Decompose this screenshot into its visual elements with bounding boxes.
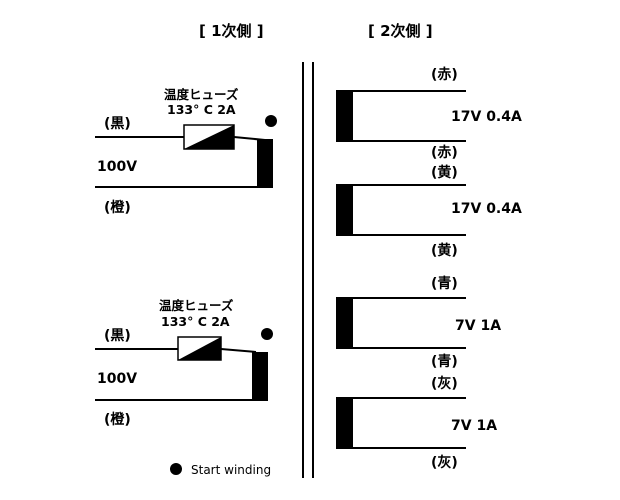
secondary-1-rating: 17V 0.4A (451, 109, 522, 125)
secondary-winding-3-block (336, 297, 353, 349)
secondary-2-wire-top-label: (黄) (431, 165, 458, 181)
secondary-3-wire-top-label: (青) (431, 276, 458, 292)
secondary-1-wire-top-label: (赤) (431, 67, 458, 83)
primary-1-wire-bottom-label: (橙) (104, 200, 131, 216)
secondary-winding-4 (336, 397, 466, 449)
primary-2-wire-top-label: (黒) (104, 328, 131, 344)
secondary-winding-1-block (336, 90, 353, 142)
secondary-winding-2-block (336, 184, 353, 236)
thermal-fuse-1-fill (184, 125, 234, 149)
start-winding-dot-1 (265, 115, 277, 127)
secondary-winding-2 (336, 184, 466, 236)
secondary-4-wire-top-label: (灰) (431, 376, 458, 392)
secondary-side-header: [ 2次側 ] (368, 22, 433, 40)
secondary-4-wire-bottom-label: (灰) (431, 455, 458, 471)
primary-unit-2 (95, 328, 273, 401)
secondary-winding-4-block (336, 397, 353, 449)
secondary-winding-3 (336, 297, 466, 349)
legend-start-winding-label: Start winding (191, 463, 272, 477)
secondary-3-wire-bottom-label: (青) (431, 354, 458, 370)
primary-unit-1 (95, 115, 277, 188)
primary-1-wire-top-label: (黒) (104, 116, 131, 132)
fuse-1-name: 温度ヒューズ (164, 87, 239, 102)
fuse-2-spec: 133° C 2A (161, 314, 230, 329)
primary-2-voltage: 100V (97, 371, 138, 387)
secondary-3-rating: 7V 1A (455, 318, 502, 334)
primary-side-header: [ 1次側 ] (199, 22, 264, 40)
legend-dot (170, 463, 182, 475)
secondary-2-rating: 17V 0.4A (451, 201, 522, 217)
secondary-winding-1 (336, 90, 466, 142)
primary-1-voltage: 100V (97, 159, 138, 175)
primary-2-wire-bottom-label: (橙) (104, 412, 131, 428)
secondary-2-wire-bottom-label: (黄) (431, 243, 458, 259)
secondary-1-wire-bottom-label: (赤) (431, 145, 458, 161)
fuse-2-name: 温度ヒューズ (159, 298, 234, 313)
primary-winding-1 (257, 139, 273, 188)
primary-2-fuse-lead (220, 348, 257, 353)
thermal-fuse-2-fill (178, 337, 221, 360)
start-winding-dot-2 (261, 328, 273, 340)
secondary-4-rating: 7V 1A (451, 418, 498, 434)
fuse-1-spec: 133° C 2A (167, 102, 236, 117)
primary-winding-2 (252, 352, 268, 401)
